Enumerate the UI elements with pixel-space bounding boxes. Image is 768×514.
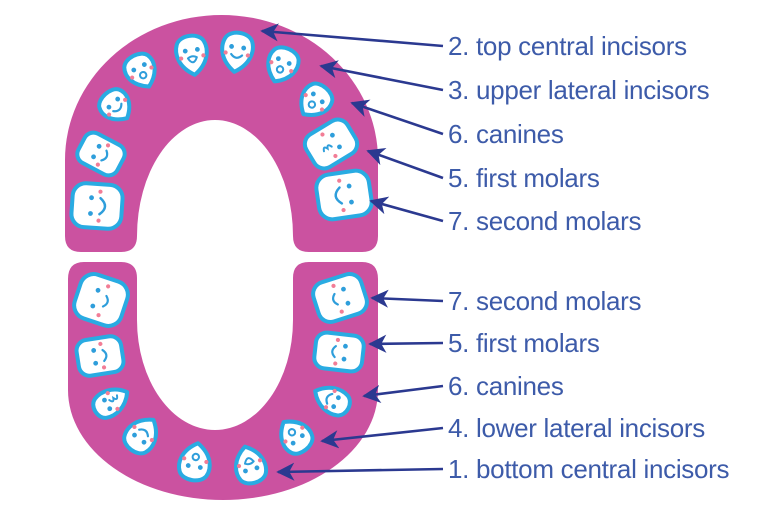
arrow-bottom-central-incisors — [276, 462, 444, 481]
arrow-first-molars-upper — [366, 147, 444, 180]
tooth-lower-right-first-molar — [312, 330, 366, 374]
tooth-lower-left-central-incisor — [177, 441, 212, 483]
tooth-upper-right-canine — [299, 81, 335, 117]
arrow-lower-lateral-incisors — [320, 426, 444, 449]
label-bottom-central-incisors: 1. bottom central incisors — [448, 454, 730, 484]
tooth-upper-right-second-molar — [314, 168, 374, 222]
tooth-upper-left-central-incisor — [174, 33, 209, 77]
label-upper-lateral-incisors: 3. upper lateral incisors — [448, 75, 710, 105]
tooth-upper-left-second-molar — [69, 181, 125, 231]
tooth-lower-right-lateral-incisor — [279, 419, 315, 456]
tooth-lower-left-lateral-incisor — [122, 417, 158, 456]
tooth-upper-left-lateral-incisor — [122, 51, 157, 89]
label-first-molars-upper: 5. first molars — [448, 163, 600, 193]
tooth-lower-left-canine — [91, 387, 130, 420]
tooth-upper-right-central-incisor — [220, 30, 255, 74]
arrow-first-molars-lower — [368, 334, 444, 353]
tooth-lower-left-first-molar — [74, 334, 126, 378]
tooth-lower-right-canine — [313, 385, 352, 418]
label-canines-lower: 6. canines — [448, 371, 564, 401]
tooth-lower-right-second-molar — [311, 272, 369, 324]
label-second-molars-upper: 7. second molars — [448, 206, 642, 236]
tooth-upper-left-first-molar — [75, 130, 127, 178]
tooth-lower-left-second-molar — [72, 272, 130, 328]
label-canines-upper: 6. canines — [448, 119, 564, 149]
tooth-lower-right-central-incisor — [234, 444, 269, 486]
label-top-central-incisors: 2. top central incisors — [448, 31, 687, 61]
arrow-second-molars-upper — [369, 196, 444, 223]
arrow-upper-lateral-incisors — [319, 60, 444, 92]
arrow-canines-upper — [350, 99, 444, 136]
tooth-upper-right-first-molar — [302, 117, 360, 171]
label-lower-lateral-incisors: 4. lower lateral incisors — [448, 413, 705, 443]
tooth-upper-left-canine — [97, 87, 132, 122]
label-second-molars-lower: 7. second molars — [448, 286, 642, 316]
arrow-top-central-incisors — [260, 23, 444, 48]
label-first-molars-lower: 5. first molars — [448, 328, 600, 358]
arrow-second-molars-lower — [370, 289, 444, 308]
tooth-upper-right-lateral-incisor — [266, 45, 301, 84]
arrow-canines-lower — [362, 384, 444, 403]
